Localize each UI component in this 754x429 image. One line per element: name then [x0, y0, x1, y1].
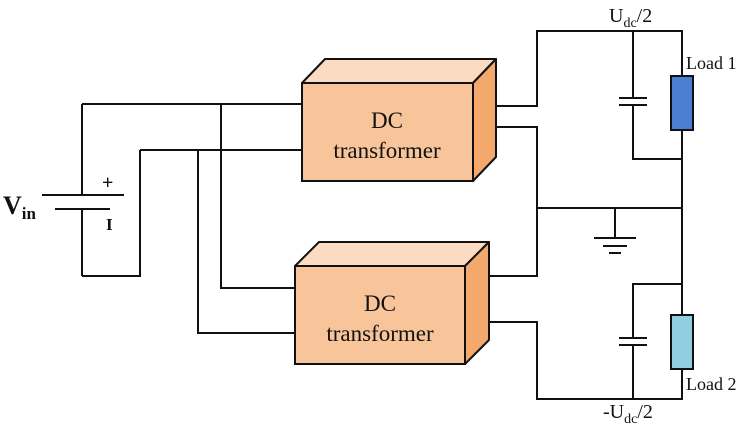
dc-source: Vin + I	[3, 104, 141, 277]
transformer-1-top-face	[301, 58, 497, 84]
input-branch-negative	[197, 150, 295, 334]
load-1-label: Load 1	[686, 53, 736, 73]
capacitor-2	[619, 283, 682, 399]
minus-sign: I	[106, 215, 113, 234]
capacitor-1	[619, 31, 682, 160]
transformer-1-label-line1: DC	[371, 108, 403, 133]
load-2-label: Load 2	[686, 374, 736, 394]
dc-transformer-1: DC transformer	[301, 58, 497, 182]
vin-label: Vin	[3, 191, 37, 223]
midpoint-wire-lower	[489, 208, 538, 277]
input-wiring	[82, 103, 302, 334]
transformer-2-top-face	[294, 241, 490, 267]
transformer-2-front-face	[294, 265, 466, 365]
ground-icon	[594, 208, 636, 254]
transformer-1-label-line2: transformer	[333, 138, 441, 163]
input-branch-positive	[220, 104, 295, 289]
load-2-resistor	[670, 314, 694, 370]
top-voltage-label: Udc/2	[609, 5, 652, 31]
transformer-1-front-face	[301, 82, 474, 182]
bottom-voltage-label: -Udc/2	[603, 401, 653, 427]
source-return-wire	[82, 150, 141, 277]
load-1-resistor	[670, 75, 694, 131]
midpoint-wire-upper	[495, 126, 682, 209]
transformer-2-label-line2: transformer	[326, 321, 434, 346]
top-output-wire	[495, 30, 683, 208]
output-wiring	[489, 30, 683, 400]
plus-sign: +	[102, 172, 113, 194]
bottom-output-wire	[489, 208, 683, 400]
transformer-2-label-line1: DC	[364, 291, 396, 316]
dc-transformer-2: DC transformer	[294, 241, 490, 365]
